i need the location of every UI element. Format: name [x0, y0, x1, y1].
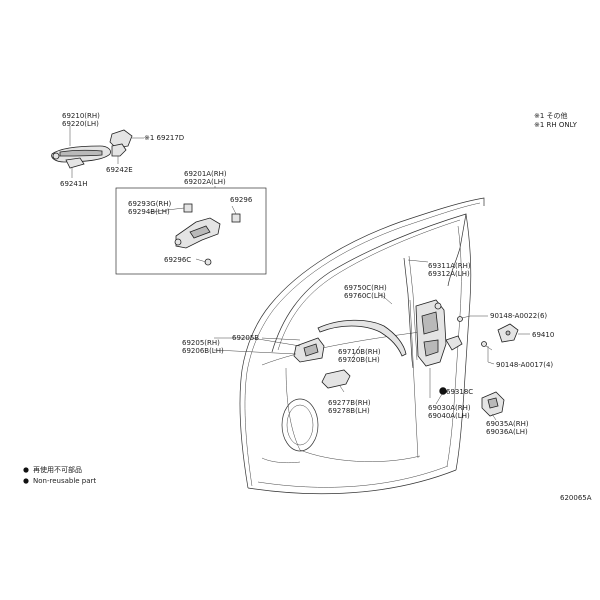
legend-item-1: 再使用不可部品: [33, 465, 82, 474]
grommet-69296c: [204, 258, 212, 266]
diagram-code: 620065A: [560, 494, 592, 502]
label-69277b: 69277B(RH): [328, 399, 371, 407]
label-69220: 69220(LH): [62, 120, 99, 128]
notes: ※1 その他 ※1 RH ONLY: [534, 111, 578, 129]
label-69294b: 69294B(LH): [128, 208, 170, 216]
label-69205b: 69205B: [232, 334, 259, 342]
label-69410: 69410: [532, 331, 554, 339]
label-69217d: ※1 69217D: [144, 134, 184, 142]
label-69293g: 69293G(RH): [128, 200, 172, 208]
label-69710b: 69710B(RH): [338, 348, 381, 356]
label-69040a: 69040A(LH): [428, 412, 470, 420]
handle-frame-inset-box: [115, 187, 267, 275]
door-panel-outline: [239, 197, 485, 495]
note-line-1: ※1 その他: [534, 111, 568, 120]
legend: 再使用不可部品 Non-reusable part: [23, 465, 96, 485]
label-69318c: 69318C: [446, 388, 473, 396]
legend-marker-2: [23, 478, 29, 484]
legend-marker-1: [23, 467, 29, 473]
label-69296c: 69296C: [164, 256, 191, 264]
note-line-2: ※1 RH ONLY: [534, 121, 578, 129]
label-69030a: 69030A(RH): [428, 404, 471, 412]
door-lock-motor-69035a: [481, 391, 505, 417]
bracket-near-lock: [445, 335, 463, 351]
label-69312a: 69312A(LH): [428, 270, 470, 278]
grommet-69296: [231, 213, 241, 223]
window-guide-channel: [403, 255, 418, 369]
label-69205: 69205(RH): [182, 339, 220, 347]
lock-cable: [317, 319, 407, 357]
bolt-90148b: [481, 341, 493, 351]
handle-bezel: [321, 369, 351, 389]
door-lock-assembly: [415, 299, 447, 367]
label-90148a: 90148-A0022(6): [490, 312, 547, 320]
label-69311a: 69311A(RH): [428, 262, 471, 270]
label-69241h: 69241H: [60, 180, 88, 188]
inside-handle: [293, 337, 325, 363]
legend-item-2: Non-reusable part: [33, 477, 96, 485]
label-69750c: 69750C(RH): [344, 284, 387, 292]
callout-labels: 69210(RH) 69220(LH) ※1 69217D 69242E 692…: [60, 112, 554, 436]
speaker-opening: [281, 398, 319, 452]
label-69278b: 69278B(LH): [328, 407, 370, 415]
label-69242e: 69242E: [106, 166, 133, 174]
label-69210: 69210(RH): [62, 112, 100, 120]
label-69296: 69296: [230, 196, 253, 204]
handle-cap-69217d: [109, 129, 133, 149]
label-69206: 69206B(LH): [182, 347, 224, 355]
label-69201a: 69201A(RH): [184, 170, 227, 178]
handle-pad-69242e: [111, 143, 127, 157]
handle-frame-69201a: [174, 217, 221, 249]
bolt-90148a: [457, 315, 471, 322]
handle-pad-69241h: [65, 157, 85, 169]
label-69760c: 69760C(LH): [344, 292, 386, 300]
label-69035a: 69035A(RH): [486, 420, 529, 428]
label-69202a: 69202A(LH): [184, 178, 226, 186]
label-69720b: 69720B(LH): [338, 356, 380, 364]
outside-handle: [51, 145, 111, 163]
striker-69410: [497, 323, 519, 343]
label-90148b: 90148-A0017(4): [496, 361, 553, 369]
frame-part-69293g: [183, 203, 193, 213]
clip-69318c: [439, 387, 447, 395]
label-69036a: 69036A(LH): [486, 428, 528, 436]
leader-lines: [69, 126, 530, 421]
